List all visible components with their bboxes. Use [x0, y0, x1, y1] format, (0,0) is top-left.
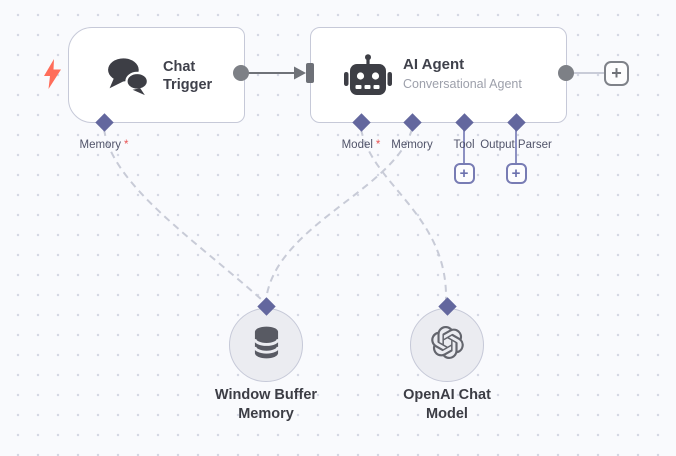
edge-ai-agent-model-to-openai-chat-model[interactable] [360, 128, 448, 301]
edge-ai-agent-memory-to-window-buffer-memory[interactable] [265, 128, 413, 301]
required-asterisk: * [375, 139, 381, 151]
window-buffer-memory-title: Window Buffer Memory [214, 387, 318, 422]
plus-icon: + [511, 164, 521, 182]
ai-agent-subtitle: Conversational Agent [403, 77, 522, 91]
robot-icon [342, 54, 394, 100]
database-icon [252, 326, 280, 364]
trigger-bolt-icon [44, 59, 61, 89]
port-label-text: Tool [453, 139, 475, 151]
ai-agent-output-parser-port-label: Output Parser [480, 139, 552, 151]
ai-agent-tool-port-label: Tool [453, 139, 474, 151]
chat-trigger-title: Chat Trigger [163, 59, 213, 93]
required-asterisk: * [124, 139, 129, 151]
openai-chat-model-title: OpenAI Chat Model [403, 387, 491, 422]
node-chat-trigger[interactable]: Chat Trigger [68, 27, 245, 123]
ai-agent-input-connector[interactable] [306, 63, 314, 83]
chat-bubbles-icon [105, 56, 151, 96]
ai-agent-title: AI Agent [403, 56, 465, 73]
chat-trigger-output-connector[interactable] [233, 65, 249, 81]
plus-icon: + [611, 63, 622, 83]
plus-icon: + [459, 164, 469, 182]
ai-agent-output-connector[interactable] [558, 65, 574, 81]
node-window-buffer-memory[interactable] [229, 308, 303, 382]
add-output-parser-button[interactable]: + [505, 163, 527, 184]
openai-logo-icon [430, 326, 464, 364]
node-ai-agent[interactable]: AI Agent Conversational Agent [310, 27, 567, 123]
ai-agent-memory-port-label: Memory [391, 139, 433, 151]
port-label-text: Memory [391, 139, 433, 151]
edge-arrowhead-icon [294, 66, 306, 80]
ai-agent-model-port-label: Model* [342, 139, 381, 151]
add-tool-button[interactable]: + [453, 163, 475, 184]
add-node-button[interactable]: + [604, 61, 629, 86]
edge-chat-trigger-memory-to-window-buffer-memory[interactable] [103, 128, 263, 301]
chat-trigger-memory-port-label: Memory* [79, 139, 128, 151]
port-label-text: Model [341, 139, 373, 151]
node-openai-chat-model[interactable] [410, 308, 484, 382]
port-label-text: Memory [79, 139, 122, 151]
port-label-text: Output Parser [480, 139, 552, 151]
